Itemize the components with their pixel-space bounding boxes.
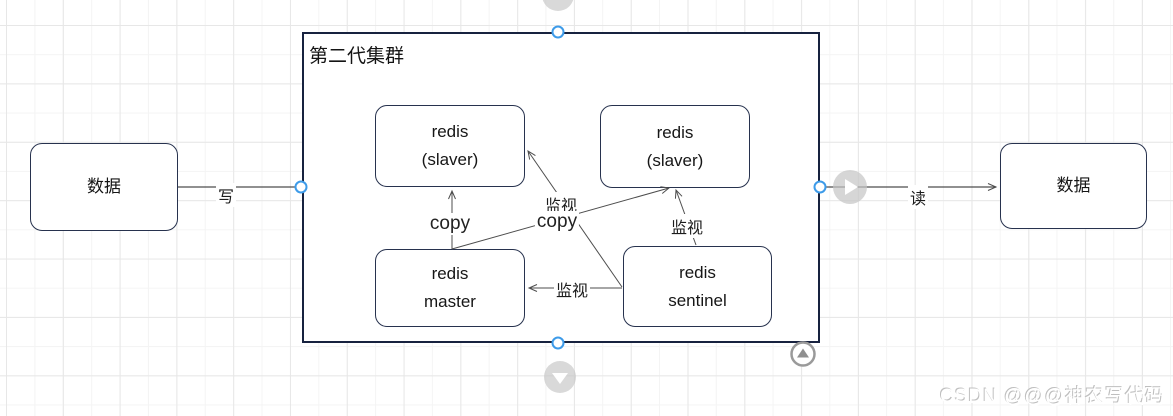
container-handle-left[interactable] bbox=[294, 180, 308, 194]
container-handle-top[interactable] bbox=[551, 25, 565, 39]
edge-label-copy-diagonal: copy bbox=[534, 211, 580, 233]
edge-label-monitor-master: 监视 bbox=[553, 277, 591, 301]
node-redis-slaver-1-line2: (slaver) bbox=[421, 150, 479, 169]
expand-down-icon[interactable] bbox=[542, 359, 578, 395]
node-redis-master[interactable]: redis master bbox=[375, 249, 525, 327]
node-data-right[interactable]: 数据 bbox=[1000, 143, 1147, 229]
node-redis-master-line1: redis bbox=[431, 264, 469, 283]
node-redis-slaver-2-line1: redis bbox=[656, 122, 694, 142]
node-redis-sentinel-line1: redis bbox=[679, 262, 716, 282]
node-redis-sentinel[interactable]: redis sentinel bbox=[623, 246, 772, 327]
edge-label-write: 写 bbox=[215, 183, 237, 207]
container-handle-bottom[interactable] bbox=[551, 336, 565, 350]
edge-label-monitor-slaver2: 监视 bbox=[668, 214, 706, 238]
node-redis-slaver-2-line2: (slaver) bbox=[646, 150, 704, 170]
node-redis-sentinel-line2: sentinel bbox=[668, 290, 727, 310]
node-redis-slaver-2[interactable]: redis (slaver) bbox=[600, 105, 750, 188]
node-redis-master-line2: master bbox=[424, 292, 476, 311]
node-redis-slaver-1-line1: redis bbox=[431, 122, 469, 141]
collapse-up-icon[interactable] bbox=[789, 340, 817, 368]
csdn-watermark: CSDN @@@神农写代码 bbox=[940, 386, 1165, 407]
node-data-left-label: 数据 bbox=[87, 177, 121, 196]
node-data-right-label: 数据 bbox=[1056, 176, 1091, 195]
node-data-left[interactable]: 数据 bbox=[30, 143, 178, 231]
cluster-title: 第二代集群 bbox=[309, 46, 405, 67]
expand-up-icon[interactable] bbox=[540, 0, 576, 13]
container-handle-right[interactable] bbox=[813, 180, 827, 194]
play-right-icon[interactable] bbox=[831, 168, 869, 206]
edge-label-copy-vertical: copy bbox=[427, 213, 473, 235]
edge-label-read: 读 bbox=[907, 185, 929, 209]
node-redis-slaver-1[interactable]: redis (slaver) bbox=[375, 105, 525, 187]
